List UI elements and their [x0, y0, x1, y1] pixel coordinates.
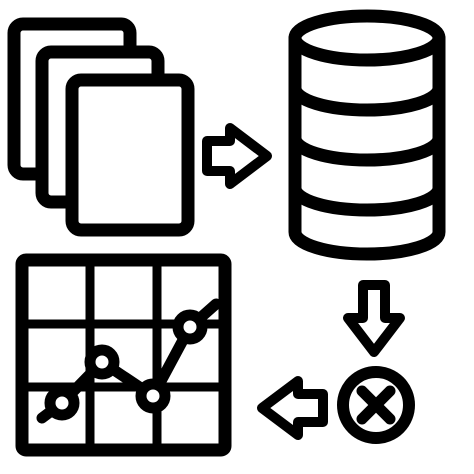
chart-point	[172, 309, 208, 345]
database-icon	[288, 9, 446, 261]
chart-point	[44, 385, 80, 421]
chart-point	[135, 378, 171, 414]
document-front-page	[65, 73, 195, 237]
database-top-disk	[288, 9, 446, 67]
line-chart-grid-icon	[15, 253, 232, 457]
arrow-right-icon	[202, 123, 272, 189]
arrow-down-icon	[343, 280, 405, 357]
chart-grid	[19, 257, 228, 453]
chart-point	[84, 344, 120, 380]
circle-outline	[337, 366, 415, 444]
database-band	[288, 81, 446, 117]
database-band	[288, 131, 446, 167]
database-band	[288, 181, 446, 217]
x-stroke	[356, 385, 396, 425]
chart-frame	[15, 253, 232, 457]
documents-stack-icon	[7, 17, 195, 237]
circle-x-icon	[337, 366, 415, 444]
arrow-left-icon	[257, 376, 328, 440]
